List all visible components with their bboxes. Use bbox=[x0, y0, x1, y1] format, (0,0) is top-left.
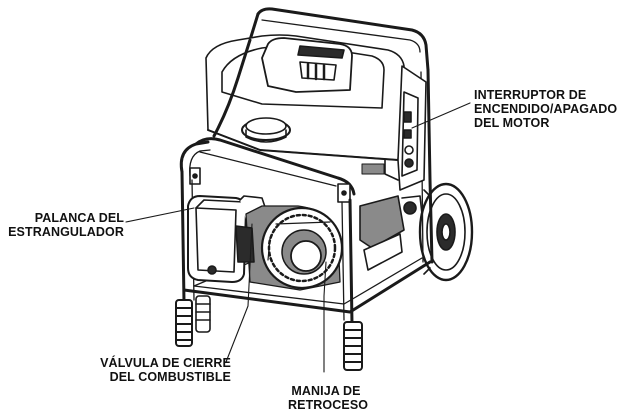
engine-switch-label: INTERRUPTOR DE ENCENDIDO/APAGADO DEL MOT… bbox=[474, 88, 617, 130]
choke-lever-leader bbox=[125, 207, 195, 223]
recoil-handle-label-line-1: MANIJA DE bbox=[291, 384, 361, 398]
recoil-handle-leader bbox=[323, 261, 327, 373]
wheel-icon bbox=[418, 182, 474, 282]
choke-lever-label-line-2: ESTRANGULADOR bbox=[8, 225, 124, 239]
fuel-valve-label: VÁLVULA DE CIERRE DEL COMBUSTIBLE bbox=[100, 356, 231, 384]
engine-switch-label-line-3: DEL MOTOR bbox=[474, 116, 550, 130]
choke-lever-label: PALANCA DEL ESTRANGULADOR bbox=[8, 211, 124, 239]
recoil-handle-label-line-2: RETROCESO bbox=[288, 398, 369, 412]
foot-icon bbox=[175, 295, 363, 371]
muffler-icon bbox=[359, 195, 423, 271]
fuel-valve-label-line-1: VÁLVULA DE CIERRE bbox=[100, 356, 231, 370]
fuel-valve-leader bbox=[225, 223, 253, 363]
leader-lines bbox=[125, 102, 471, 373]
recoil-starter-icon bbox=[260, 206, 344, 290]
engine-switch-label-line-2: ENCENDIDO/APAGADO bbox=[474, 102, 618, 116]
fuel-valve-label-line-2: DEL COMBUSTIBLE bbox=[109, 370, 231, 384]
engine-switch-label-line-1: INTERRUPTOR DE bbox=[474, 88, 587, 102]
engine-switch-leader bbox=[411, 102, 471, 129]
choke-lever-label-line-1: PALANCA DEL bbox=[34, 211, 124, 225]
generator-body bbox=[205, 34, 427, 191]
recoil-handle-label: MANIJA DE RETROCESO bbox=[288, 384, 369, 412]
